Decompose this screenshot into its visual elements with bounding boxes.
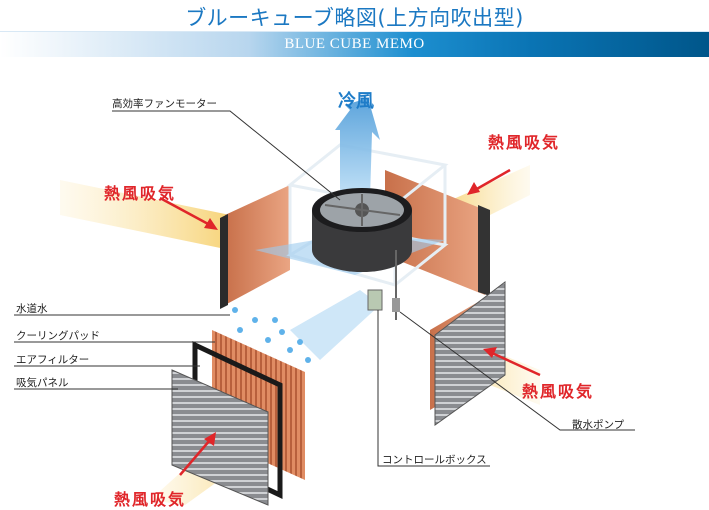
page-title: ブルーキューブ略図(上方向吹出型) — [185, 6, 524, 30]
cool-air-outflow — [290, 290, 380, 360]
label-hot-air-right: 熱風吸気 — [488, 133, 561, 152]
cold-air-arrow — [335, 98, 380, 200]
water-drops — [232, 307, 311, 363]
label-air-filter: エアフィルター — [16, 354, 90, 366]
cooling-pad-back-right — [385, 170, 485, 295]
leader-lines — [14, 110, 635, 467]
fan-motor — [312, 188, 412, 272]
hot-air-stream-left — [60, 180, 230, 250]
control-box — [367, 289, 383, 311]
label-hot-air-front-left: 熱風吸気 — [114, 490, 187, 509]
label-hot-air-front-right: 熱風吸気 — [522, 382, 595, 401]
cooling-pad-left — [225, 185, 290, 305]
hot-air-arrows — [159, 168, 541, 476]
label-cooling-pad: クーリングパッド — [16, 330, 100, 342]
label-cold-air: 冷風 — [338, 91, 374, 112]
intake-panel — [171, 369, 269, 506]
label-control-box: コントロールボックス — [382, 454, 487, 466]
label-intake-panel: 吸気パネル — [16, 377, 69, 389]
water-pump — [392, 298, 400, 312]
label-water-pump: 散水ポンプ — [572, 419, 625, 431]
subtitle-band: BLUE CUBE MEMO — [0, 31, 709, 57]
label-tap-water: 水道水 — [16, 303, 48, 315]
label-fan-motor: 高効率ファンモーター — [112, 98, 217, 110]
label-hot-air-left: 熱風吸気 — [104, 184, 177, 203]
intake-panel-right — [434, 280, 506, 426]
subtitle: BLUE CUBE MEMO — [284, 36, 425, 52]
